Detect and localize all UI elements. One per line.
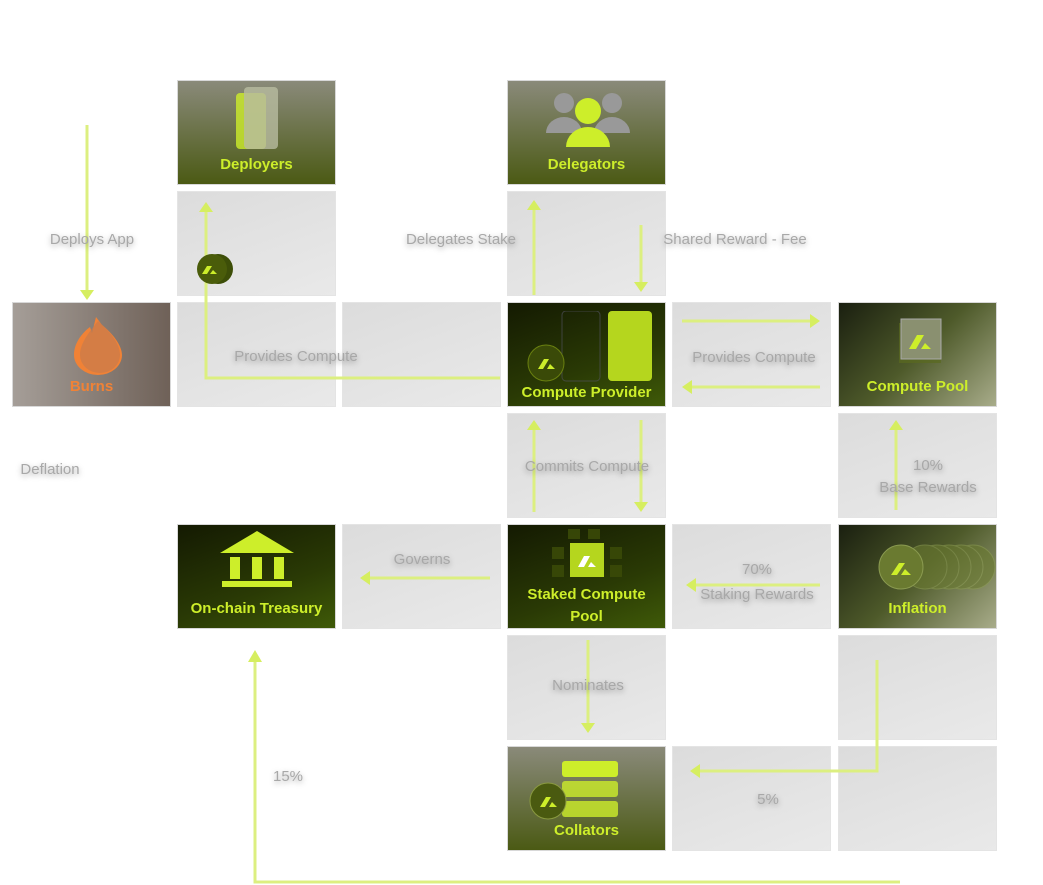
node-compute-pool[interactable]: Compute Pool (838, 302, 997, 407)
label-staking-pct: 70% (741, 561, 773, 578)
label-treasury-pct: 15% (272, 768, 304, 785)
node-inflation[interactable]: Inflation (838, 524, 997, 629)
node-deployers[interactable]: Deployers (177, 80, 336, 185)
node-title: Compute Pool (866, 378, 969, 395)
node-title: Deployers (220, 156, 293, 173)
label-delegates-stake: Delegates Stake (405, 231, 517, 248)
phone-icon (236, 87, 278, 149)
connector-cell (177, 191, 336, 296)
node-title: Inflation (888, 600, 947, 617)
label-base-pct: 10% (912, 457, 944, 474)
label-base-rewards: Base Rewards (879, 479, 977, 496)
logo-box-icon (899, 318, 942, 363)
flame-icon (74, 317, 122, 375)
connector-cell (672, 746, 831, 851)
label-deflation: Deflation (20, 461, 80, 478)
connector-cell (342, 524, 501, 629)
connector-cell (838, 746, 997, 851)
chip-icon (552, 529, 622, 577)
connector-cell (838, 413, 997, 518)
connector-cell (672, 524, 831, 629)
node-title: Collators (553, 822, 619, 839)
node-compute-provider[interactable]: Compute Provider (507, 302, 666, 407)
node-title: Compute Provider (521, 384, 652, 401)
label-commits-compute: Commits Compute (524, 458, 650, 475)
node-title: Delegators (547, 156, 626, 173)
node-title: On-chain Treasury (190, 600, 323, 617)
coin-stack-icon (878, 544, 996, 590)
label-provides-compute-pool: Provides Compute (692, 349, 816, 366)
label-governs: Governs (393, 551, 451, 568)
device-token-icon (527, 311, 652, 382)
node-title: Burns (69, 378, 114, 395)
node-title: Staked Compute Pool (527, 586, 646, 625)
connector-cell (342, 302, 501, 407)
label-staking-rewards: Staking Rewards (700, 586, 814, 603)
bank-icon (220, 531, 294, 587)
node-delegators[interactable]: Delegators (507, 80, 666, 185)
label-collator-pct: 5% (757, 791, 779, 808)
users-icon (546, 93, 630, 147)
label-nominates: Nominates (552, 677, 624, 694)
node-burns[interactable]: Burns (12, 302, 171, 407)
label-shared-reward: Shared Reward - Fee (663, 231, 807, 248)
server-token-icon (529, 761, 618, 820)
node-staked-compute-pool[interactable]: Staked Compute Pool (507, 524, 666, 629)
node-collators[interactable]: Collators (507, 746, 666, 851)
label-provides-compute: Provides Compute (234, 348, 358, 365)
connector-cell (838, 635, 997, 740)
connector-cell (507, 191, 666, 296)
label-deploys-app: Deploys App (49, 231, 135, 248)
node-treasury[interactable]: On-chain Treasury (177, 524, 336, 629)
